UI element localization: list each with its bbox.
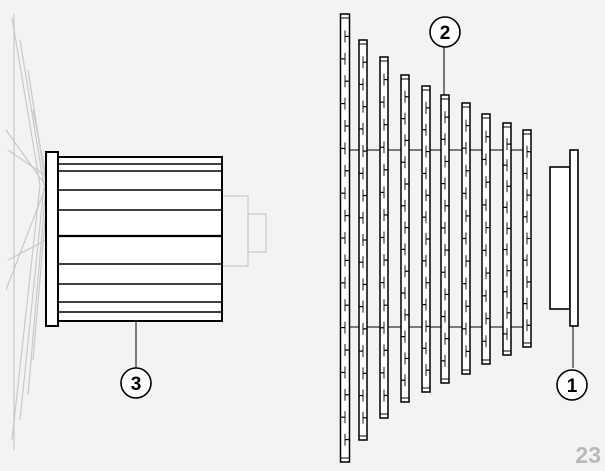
callout-2-label: 2 [440,23,451,44]
freehub-body [45,151,223,327]
sprocket-10 [522,129,532,348]
callout-3-freehub: 3 [120,321,152,399]
callout-3-label: 3 [131,374,142,395]
callout-1-lockring: 1 [556,326,588,401]
page-number: 23 [575,442,601,468]
sprocket-1 [339,13,351,463]
sprocket-7 [461,102,471,375]
cassette-sprockets [339,13,532,463]
sprocket-3 [379,56,389,419]
sprocket-9 [502,122,512,356]
sprocket-4 [400,74,410,403]
sprocket-8 [481,113,491,365]
sprocket-5 [421,85,431,393]
sprocket-2 [358,39,368,441]
callout-1-label: 1 [567,376,578,397]
callout-2-cassette: 2 [429,16,461,95]
lockring [549,149,579,327]
sprocket-6 [440,94,450,384]
